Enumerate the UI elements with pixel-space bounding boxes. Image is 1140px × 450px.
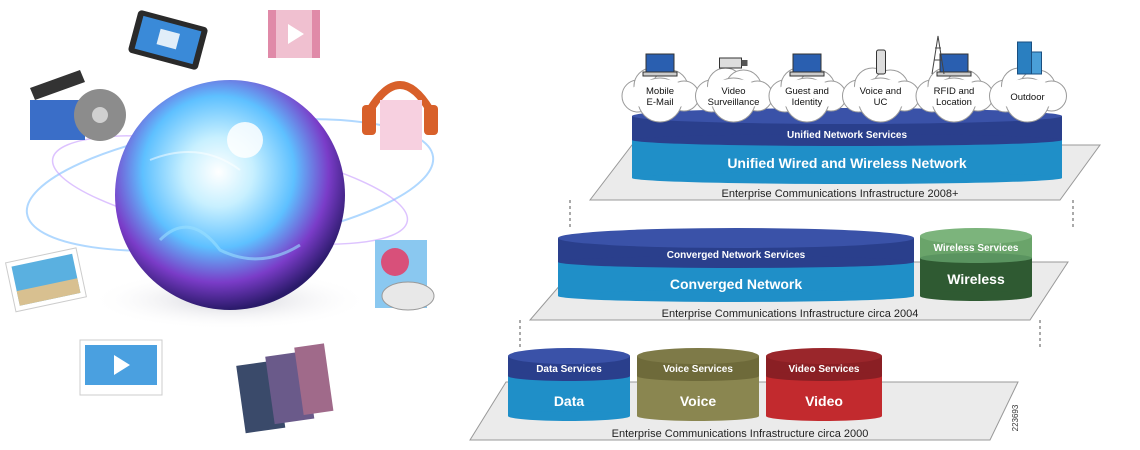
platform-2004-label: Enterprise Communications Infrastructure…: [662, 308, 919, 320]
cloud-label: Guest and: [785, 86, 829, 97]
tier-connectors: [519, 200, 1074, 350]
headphones-icon: [362, 81, 438, 150]
mobile-screens-icon: [236, 343, 334, 434]
data-stack: [508, 348, 630, 421]
video-player-icon: [79, 339, 163, 396]
cloud-label: E-Mail: [647, 97, 674, 108]
unified-network-stack: [632, 108, 1062, 184]
music-game-icon: [375, 240, 435, 311]
cloud-label: Identity: [792, 97, 823, 108]
camera-icon: [719, 57, 748, 69]
wireless-services-label: Wireless Services: [934, 243, 1019, 254]
photos-icon: [4, 247, 87, 313]
cloud-label: Outdoor: [1010, 92, 1044, 103]
cloud-label: Mobile: [646, 86, 674, 97]
cloud-label: Surveillance: [708, 97, 760, 108]
wireless-label: Wireless: [947, 271, 1005, 287]
tablet-icon: [128, 10, 208, 70]
platform-2000-label: Enterprise Communications Infrastructure…: [612, 428, 869, 440]
wireless-stack: [920, 228, 1032, 301]
workstation-icon: [789, 53, 825, 77]
globe-highlight: [227, 122, 263, 158]
video-services-label: Video Services: [789, 364, 860, 375]
globe-continent: [158, 225, 301, 261]
globe-media-illustration: [4, 10, 438, 434]
cloud-label: RFID and: [934, 86, 975, 97]
cloud-label: Video: [721, 86, 745, 97]
film-strip-icon: [268, 10, 320, 58]
converged-network-label: Converged Network: [670, 276, 802, 292]
platform-2008-label: Enterprise Communications Infrastructure…: [722, 188, 959, 200]
globe-continent: [149, 151, 241, 171]
voice-stack: [637, 348, 759, 421]
data-services-label: Data Services: [536, 364, 602, 375]
cloud-label: UC: [874, 97, 888, 108]
infrastructure-diagram: Enterprise Communications Infrastructure…: [469, 35, 1101, 441]
video-label: Video: [805, 393, 843, 409]
cloud-label: Location: [936, 97, 972, 108]
cloud-label: Voice and: [860, 86, 902, 97]
converged-services-label: Converged Network Services: [667, 250, 806, 261]
phone-icon: [876, 49, 886, 75]
figure-id: 223693: [1011, 404, 1020, 431]
converged-network-stack: [558, 228, 914, 302]
video-stack: [766, 348, 882, 421]
voice-label: Voice: [680, 393, 717, 409]
voice-services-label: Voice Services: [663, 364, 733, 375]
antenna-laptop-icon: [931, 35, 972, 77]
cloud-outdoor: Outdoor: [989, 41, 1067, 123]
unified-services-label: Unified Network Services: [787, 130, 907, 141]
unified-network-label: Unified Wired and Wireless Network: [727, 155, 967, 171]
data-label: Data: [554, 393, 585, 409]
film-reel-icon: [30, 70, 126, 141]
globe: [115, 80, 345, 310]
laptop-icon: [642, 53, 678, 77]
building-icon: [1017, 41, 1042, 75]
